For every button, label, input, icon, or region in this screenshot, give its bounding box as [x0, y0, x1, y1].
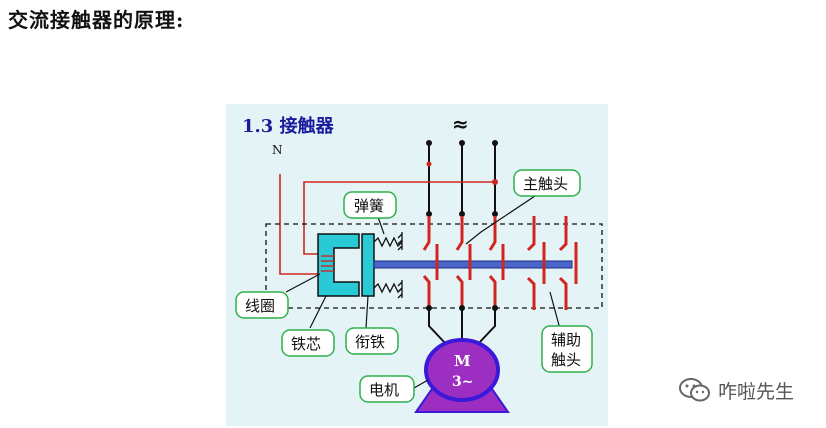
iron-core — [317, 233, 360, 297]
watermark-text: 咋啦先生 — [718, 380, 795, 403]
svg-text:主触头: 主触头 — [523, 175, 568, 193]
motor-label-3phase: 3~ — [452, 374, 473, 390]
phase-line-dots — [426, 140, 498, 217]
lower-spring — [373, 282, 403, 294]
diagram-title: 1.3 接触器 — [242, 115, 335, 137]
motor-label-m: M — [454, 352, 471, 370]
callout-armature: 衔铁 — [345, 327, 399, 355]
wire-junction-dot — [492, 179, 498, 185]
ac-symbol: ≈ — [452, 112, 469, 136]
wechat-icon — [679, 378, 710, 402]
bottom-dots — [426, 305, 498, 311]
wire-junction-dot-2 — [426, 161, 432, 167]
actuator-rod — [373, 260, 573, 269]
watermark: 咋啦先生 — [678, 376, 794, 404]
main-contacts — [422, 216, 505, 308]
neutral-label: N — [272, 143, 283, 157]
svg-text:辅助: 辅助 — [551, 331, 581, 349]
callout-motor: 电机 — [359, 375, 415, 403]
auxiliary-contacts — [526, 216, 578, 310]
svg-text:衔铁: 衔铁 — [355, 333, 385, 351]
contactor-enclosure — [265, 223, 603, 309]
armature — [361, 233, 375, 297]
callout-aux-contact: 辅助 触头 — [541, 325, 593, 373]
callout-iron-core: 铁芯 — [281, 329, 335, 357]
svg-text:线圈: 线圈 — [245, 297, 275, 315]
callout-leaders — [285, 189, 561, 389]
contactor-diagram: 1.3 接触器 N ≈ — [226, 104, 608, 426]
svg-text:电机: 电机 — [369, 381, 399, 399]
svg-text:触头: 触头 — [551, 351, 581, 369]
motor-body — [424, 338, 500, 402]
svg-text:铁芯: 铁芯 — [291, 335, 321, 353]
callout-spring: 弹簧 — [343, 191, 397, 219]
upper-spring — [373, 236, 403, 248]
svg-text:弹簧: 弹簧 — [354, 197, 384, 215]
spring-anchors — [397, 232, 403, 299]
callout-main-contact: 主触头 — [513, 169, 581, 197]
callout-coil: 线圈 — [235, 291, 289, 319]
page-heading: 交流接触器的原理: — [8, 8, 185, 32]
coil-windings — [321, 255, 334, 272]
